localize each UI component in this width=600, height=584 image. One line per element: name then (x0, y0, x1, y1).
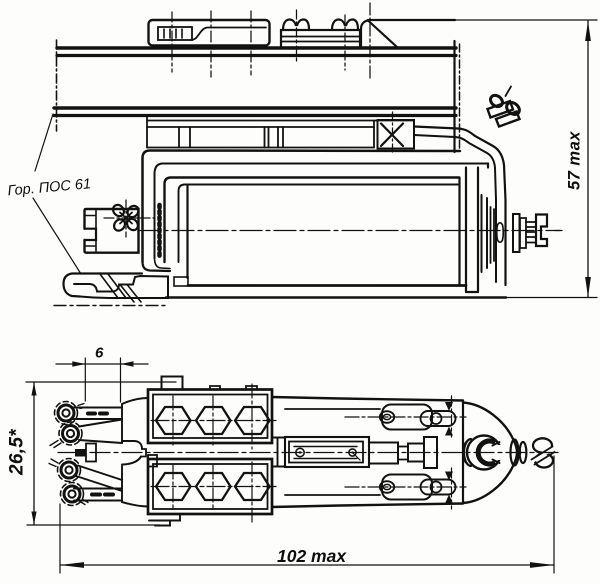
svg-text:26,5*: 26,5* (7, 428, 28, 476)
svg-text:57 max: 57 max (566, 131, 584, 190)
svg-text:Гор. ПОС 61: Гор. ПОС 61 (7, 176, 92, 199)
svg-text:6: 6 (95, 345, 104, 362)
svg-text:102 max: 102 max (277, 546, 347, 566)
